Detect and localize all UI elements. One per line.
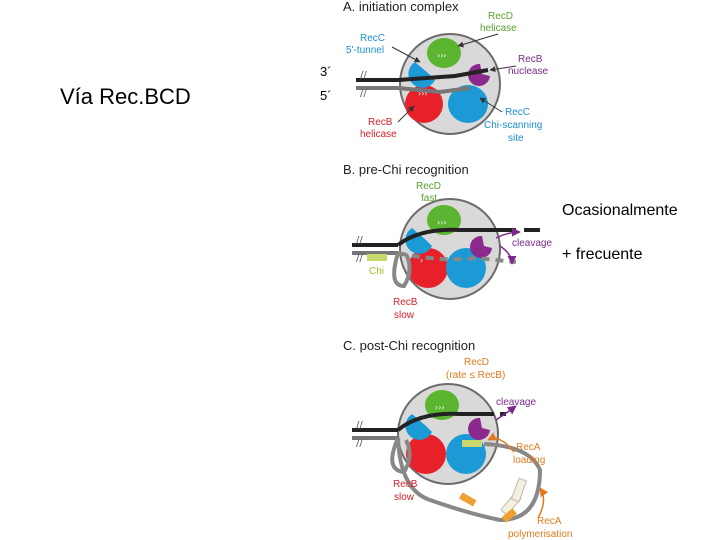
recc-tunnel-a [408,62,435,88]
label-recb-nuclease-a: nuclease [508,66,548,77]
label-recd-c: RecD [464,357,489,368]
panel-b-heading: B. pre-Chi recognition [343,162,469,177]
recc-subunit-a [448,85,488,123]
label-recb-c: RecB [393,479,418,490]
dna-bottom-inside-a [397,86,471,95]
cleavage-arrow-c [495,405,517,421]
reca-monomer-1-c [459,492,477,507]
label-recd-fast-b: fast [421,193,437,204]
label-recb-nuc-a: RecB [518,54,543,65]
label-chi-b: Chi [369,266,384,277]
label-cleavage-c: cleavage [496,397,536,408]
strand-3-label: 3´ [320,64,332,79]
panel-c: C. post-Chi recognition // // ››› RecD (… [343,338,572,540]
slide-title: Vía Rec.BCD [60,84,191,109]
note-frequent: + frecuente [562,246,643,263]
label-recc-a: RecC [360,33,385,44]
recb-nuclease-c [468,417,490,440]
reca-monomer-2-c [501,508,517,523]
dna-small-loop-c [390,437,412,475]
panel-b: B. pre-Chi recognition // // ››› › RecD … [343,162,552,321]
svg-text://: // [356,438,363,449]
svg-text:›: › [420,256,423,265]
panel-c-heading: C. post-Chi recognition [343,338,475,353]
label-recd-a: RecD [488,11,513,22]
dna-loop-c [396,437,543,523]
svg-text://: // [360,88,367,99]
label-cleavage-b: cleavage [512,238,552,249]
label-recc-chi-scanning-a: Chi-scanning [484,120,542,131]
label-recb-helicase-a: helicase [360,129,397,140]
label-recb-slow-c: slow [394,492,415,503]
label-recd-rate-c: (rate ≤ RecB) [446,370,505,381]
svg-text:›››: ››› [418,89,428,98]
svg-text:›››: ››› [435,403,445,412]
panel-a-heading: A. initiation complex [343,0,459,14]
svg-text:›››: ››› [437,51,447,60]
strand-5-label: 5´ [320,88,332,103]
recc-tunnel-b [405,228,432,254]
label-recd-b: RecD [416,181,441,192]
recb-nuclease-b [470,235,492,258]
panel-a: A. initiation complex // // ››› ››› RecD… [343,0,548,144]
label-reca-poly-c: RecA [537,516,562,527]
recd-subunit-b [427,205,461,235]
chi-site-c [462,440,482,447]
recb-nuclease-a [468,63,490,86]
pointer-recd-a [457,33,499,48]
label-recc-tunnel-a: 5'-tunnel [346,45,384,56]
recb-subunit-a [405,85,443,123]
recd-subunit-a [427,38,461,68]
note-occasionally: Ocasionalmente [562,202,678,219]
pointer-recc-tunnel-a [391,46,421,63]
dna-bottom-exit-b [397,251,517,264]
label-recc-chi-a: RecC [505,107,530,118]
reca-polymerisation-arrow-c [537,487,549,519]
cleavage-arrow-bottom-b [499,245,517,265]
svg-text:›››: ››› [437,218,447,227]
recb-subunit-c [406,434,446,474]
label-recd-helicase-a: helicase [480,23,517,34]
pointer-recb-helicase-a [397,105,415,123]
svg-text://: // [356,420,363,431]
pointer-recc-chi-a [479,97,503,113]
dna-top-inside-a [397,68,489,82]
dna-top-exit-c [396,411,494,432]
pointer-recb-nuclease-a [489,65,517,73]
label-reca-loading-c: loading [513,455,545,466]
svg-text://: // [356,235,363,246]
chi-site-b [367,254,387,261]
cleavage-arrow-top-b [495,227,521,239]
dna-loop-b [392,252,412,289]
reca-loading-arrow-c [487,432,515,453]
label-recc-site-a: site [508,133,524,144]
dna-top-exit-b [396,227,516,247]
label-recb-b: RecB [393,297,418,308]
label-reca-polymerisation-c: polymerisation [508,529,572,540]
label-recb-hel-a: RecB [368,117,393,128]
svg-text://: // [360,70,367,81]
svg-text://: // [356,253,363,264]
label-reca-c: RecA [516,442,541,453]
label-recb-slow-b: slow [394,310,415,321]
reca-filament-2-c [510,477,528,503]
